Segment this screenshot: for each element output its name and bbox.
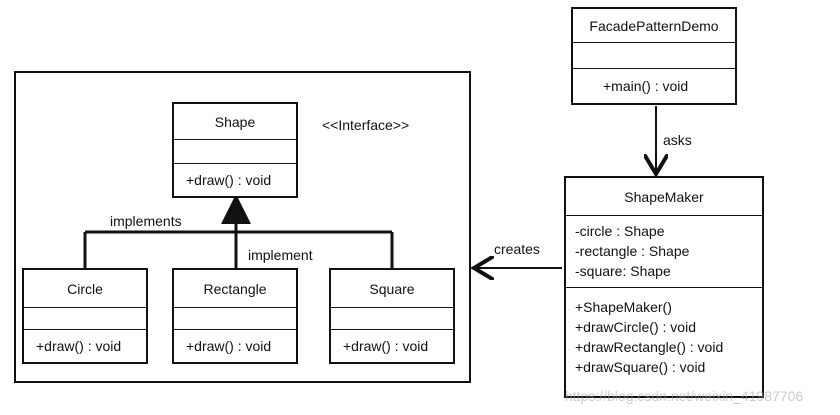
class-shape-maker-attribute: -rectangle : Shape: [575, 243, 690, 259]
class-facade-demo-method: +main() : void: [603, 78, 689, 94]
class-shape-maker-attributes: -circle : Shape -rectangle : Shape -squa…: [566, 216, 762, 288]
creates-label: creates: [494, 241, 540, 257]
class-rectangle-name: Rectangle: [174, 270, 296, 308]
class-shape-maker-attribute: -square: Shape: [575, 263, 671, 279]
class-square-attributes: [331, 308, 453, 330]
class-facade-demo: FacadePatternDemo +main() : void: [571, 7, 737, 105]
class-shape-maker-method: +drawRectangle() : void: [575, 339, 724, 355]
class-rectangle-method: +draw() : void: [186, 338, 272, 354]
class-circle-name: Circle: [24, 270, 146, 308]
class-shape: Shape +draw() : void: [172, 102, 298, 198]
class-shape-maker-attribute: -circle : Shape: [575, 223, 665, 239]
implement-label: implement: [248, 247, 313, 263]
class-circle: Circle +draw() : void: [22, 268, 148, 364]
class-shape-method: +draw() : void: [186, 172, 272, 188]
class-shape-attributes: [174, 140, 296, 164]
class-shape-name: Shape: [174, 104, 296, 140]
asks-label: asks: [663, 132, 692, 148]
class-square-method: +draw() : void: [343, 338, 429, 354]
class-shape-maker-method: +ShapeMaker(): [575, 299, 672, 315]
class-square: Square +draw() : void: [329, 268, 455, 364]
class-rectangle: Rectangle +draw() : void: [172, 268, 298, 364]
implements-label: implements: [110, 213, 182, 229]
class-shape-maker-name: ShapeMaker: [566, 178, 762, 216]
class-square-name: Square: [331, 270, 453, 308]
watermark: https://blog.csdn.net/weixin_41987706: [565, 388, 804, 404]
class-facade-demo-name: FacadePatternDemo: [573, 9, 735, 43]
class-shape-maker-method: +drawSquare() : void: [575, 359, 706, 375]
class-shape-maker: ShapeMaker -circle : Shape -rectangle : …: [564, 176, 764, 398]
class-shape-maker-methods: +ShapeMaker() +drawCircle() : void +draw…: [566, 288, 762, 396]
class-rectangle-attributes: [174, 308, 296, 330]
package-frame: [14, 71, 471, 383]
class-facade-demo-attributes: [573, 43, 735, 69]
class-shape-maker-method: +drawCircle() : void: [575, 319, 696, 335]
class-circle-method: +draw() : void: [36, 338, 122, 354]
interface-stereotype: <<Interface>>: [322, 117, 410, 133]
class-circle-attributes: [24, 308, 146, 330]
